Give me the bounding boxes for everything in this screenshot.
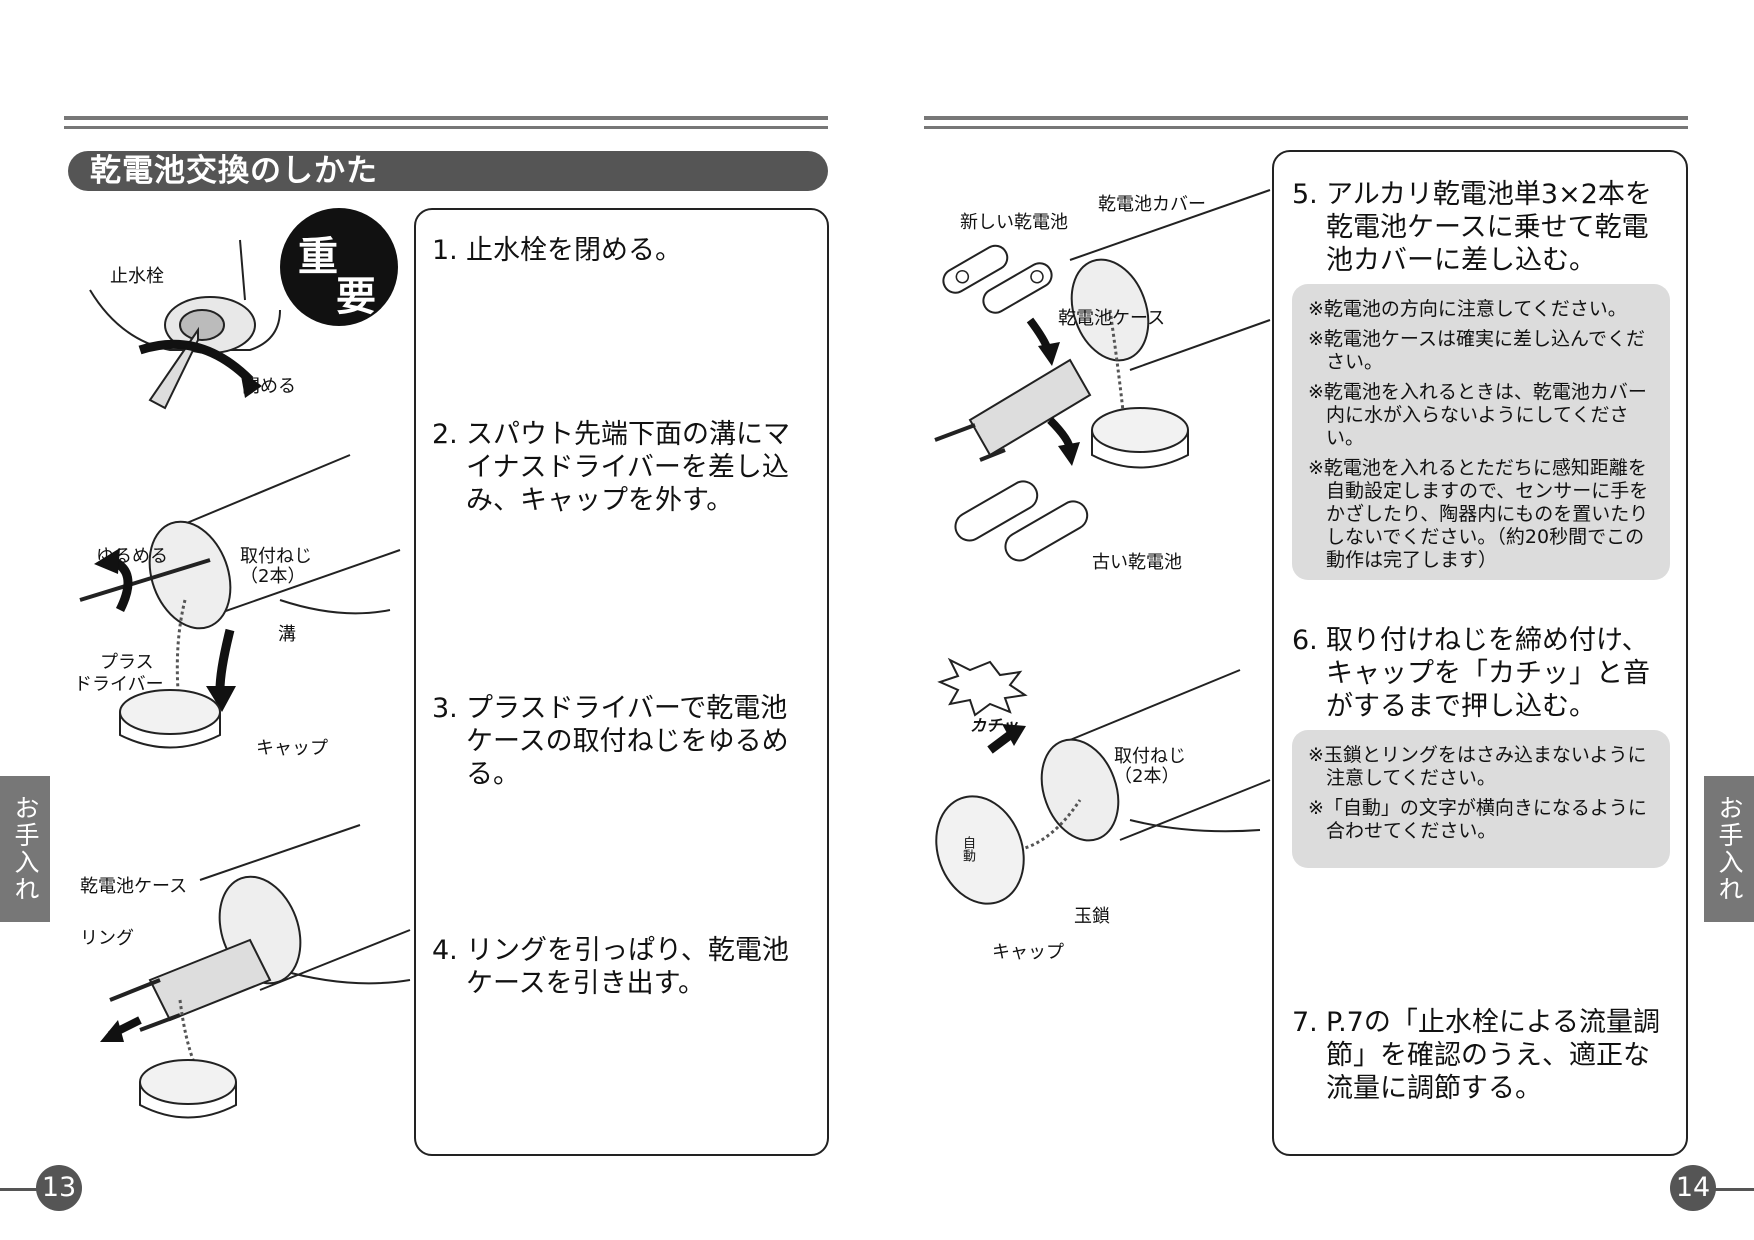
step-1-number: 1. <box>432 235 458 266</box>
header-rule-right-1 <box>924 116 1688 120</box>
page-line-left <box>0 1188 40 1191</box>
page-line-right <box>1714 1188 1754 1191</box>
step-7-text: P.7の「止水栓による流量調節」を確認のうえ、適正な流量に調節する。 <box>1326 1007 1661 1104</box>
label-valve: 止水栓 <box>110 266 164 287</box>
step-5-text: アルカリ乾電池単3×2本を乾電池ケースに乗せて乾電池カバーに差し込む。 <box>1326 179 1652 276</box>
step-2-number: 2. <box>432 419 458 450</box>
note-step5-4: ※乾電池を入れるとただちに感知距離を自動設定しますので、センサーに手をかざしたり… <box>1308 457 1649 571</box>
notes-step5: ※乾電池の方向に注意してください。 ※乾電池ケースは確実に差し込んでください。 … <box>1292 284 1670 580</box>
important-badge: 重 要 <box>280 208 398 326</box>
side-tab-left: お手入れ <box>0 776 50 922</box>
label-screw-left: 取付ねじ <box>240 546 312 567</box>
label-click: カチッ <box>970 716 1019 735</box>
label-new-battery: 新しい乾電池 <box>960 212 1068 233</box>
steps-panel-left <box>414 208 829 1156</box>
header-rule-right-2 <box>924 126 1688 129</box>
label-groove: 溝 <box>278 624 296 645</box>
note-step5-2: ※乾電池ケースは確実に差し込んでください。 <box>1308 328 1646 373</box>
note-step6-2: ※「自動」の文字が横向きになるように合わせてください。 <box>1308 797 1647 842</box>
important-badge-char2: 要 <box>336 274 376 320</box>
label-old-battery: 古い乾電池 <box>1092 552 1182 573</box>
step-7-number: 7. <box>1292 1007 1318 1038</box>
notes-step6: ※玉鎖とリングをはさみ込まないように注意してください。 ※「自動」の文字が横向き… <box>1292 730 1670 868</box>
step-3-number: 3. <box>432 693 458 724</box>
label-close: 閉める <box>242 376 296 397</box>
important-badge-char1: 重 <box>298 234 338 280</box>
label-cap-right: キャップ <box>992 942 1064 963</box>
step-4: 4. リングを引っぱり、乾電池ケースを引き出す。 <box>432 934 812 1000</box>
illustration-pull-case <box>100 824 411 1119</box>
side-tab-right: お手入れ <box>1704 776 1754 922</box>
step-3-text: プラスドライバーで乾電池ケースの取付ねじをゆるめる。 <box>466 693 789 790</box>
step-5: 5. アルカリ乾電池単3×2本を乾電池ケースに乗せて乾電池カバーに差し込む。 <box>1292 178 1672 277</box>
step-1: 1. 止水栓を閉める。 <box>432 234 812 267</box>
page-number-right: 14 <box>1670 1165 1716 1211</box>
step-5-number: 5. <box>1292 179 1318 210</box>
header-rule-left-1 <box>64 116 828 120</box>
illustration-remove-cap <box>79 454 401 749</box>
page-number-left: 13 <box>36 1165 82 1211</box>
illustration-valve <box>89 239 281 410</box>
step-2: 2. スパウト先端下面の溝にマイナスドライバーを差し込み、キャップを外す。 <box>432 418 812 517</box>
label-ring: リング <box>80 928 134 949</box>
label-screw-count-left: （2本） <box>240 566 306 587</box>
illustration-close-cap <box>935 657 1271 905</box>
step-6-text: 取り付けねじを締め付け、キャップを「カチッ」と音がするまで押し込む。 <box>1326 625 1650 722</box>
step-6-number: 6. <box>1292 625 1318 656</box>
label-plus-driver-2: ドライバー <box>74 674 164 695</box>
step-2-text: スパウト先端下面の溝にマイナスドライバーを差し込み、キャップを外す。 <box>466 419 790 516</box>
label-battery-cover: 乾電池カバー <box>1098 194 1206 215</box>
header-rule-left-2 <box>64 126 828 129</box>
label-loosen: ゆるめる <box>96 546 168 567</box>
section-title: 乾電池交換のしかた <box>68 151 828 191</box>
label-screw-right: 取付ねじ <box>1114 746 1186 767</box>
note-step5-3: ※乾電池を入れるときは、乾電池カバー内に水が入らないようにしてください。 <box>1308 381 1647 449</box>
note-step6-1: ※玉鎖とリングをはさみ込まないように注意してください。 <box>1308 744 1647 789</box>
label-screw-count-right: （2本） <box>1114 766 1180 787</box>
illustration-insert-batteries <box>934 189 1271 562</box>
step-6: 6. 取り付けねじを締め付け、キャップを「カチッ」と音がするまで押し込む。 <box>1292 624 1672 723</box>
label-battery-case-right: 乾電池ケース <box>1058 308 1166 329</box>
label-auto: 自動 <box>960 836 975 862</box>
label-battery-case-left: 乾電池ケース <box>80 876 188 897</box>
label-chain: 玉鎖 <box>1074 906 1110 927</box>
step-1-text: 止水栓を閉める。 <box>466 235 682 266</box>
step-4-number: 4. <box>432 935 458 966</box>
note-step5-1: ※乾電池の方向に注意してください。 <box>1308 298 1627 320</box>
step-4-text: リングを引っぱり、乾電池ケースを引き出す。 <box>466 935 789 999</box>
label-cap-left: キャップ <box>256 738 328 759</box>
label-plus-driver-1: プラス <box>100 652 154 673</box>
step-3: 3. プラスドライバーで乾電池ケースの取付ねじをゆるめる。 <box>432 692 812 791</box>
step-7: 7. P.7の「止水栓による流量調節」を確認のうえ、適正な流量に調節する。 <box>1292 1006 1672 1105</box>
